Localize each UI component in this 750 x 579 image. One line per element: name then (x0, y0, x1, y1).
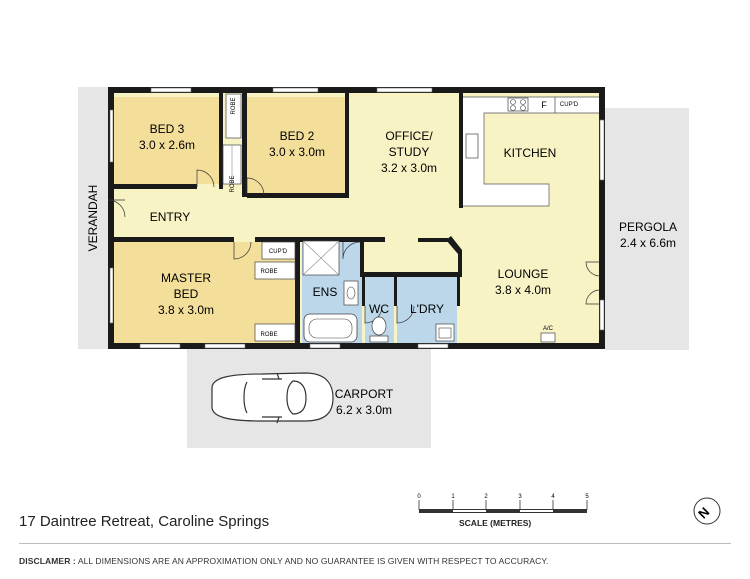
bathtub (303, 313, 358, 343)
cooktop-burner (510, 99, 516, 105)
disclaimer-text: ALL DIMENSIONS ARE AN APPROXIMATION ONLY… (77, 556, 549, 566)
windows (109, 87, 605, 349)
robe-label-bed2: ROBE (231, 97, 237, 114)
scale-tick-3: 3 (518, 494, 522, 500)
ac-label: A/C (543, 326, 554, 332)
disclaimer: DISCLAMER : ALL DIMENSIONS ARE AN APPROX… (19, 556, 549, 566)
scale-label: SCALE (METRES) (459, 518, 532, 528)
master-name-2: BED (174, 287, 199, 301)
cooktop-burner (520, 99, 526, 105)
scale-tick-0: 0 (417, 494, 421, 500)
robe-master-1 (254, 261, 296, 280)
verandah-name: VERANDAH (86, 185, 100, 252)
scale-tick-5: 5 (585, 494, 589, 500)
robe-label-master-2: ROBE (260, 332, 277, 338)
robe-label-bed3: ROBE (230, 175, 236, 192)
cooktop-burner (510, 105, 516, 111)
bed2-floor (247, 97, 347, 197)
carport-name: CARPORT (335, 387, 394, 401)
bed3-dim: 3.0 x 2.6m (139, 138, 195, 152)
pergola-area (605, 108, 689, 350)
robe-master-2 (254, 323, 296, 342)
door-swings (107, 169, 601, 324)
cooktop-burner (520, 105, 526, 111)
ac-unit (540, 332, 556, 343)
robe-label-master-1: ROBE (260, 269, 277, 275)
footer-divider (19, 543, 731, 544)
basin (346, 286, 356, 300)
scale-tick-1: 1 (451, 494, 455, 500)
scale-tick-2: 2 (484, 494, 488, 500)
cupboard-master (261, 241, 296, 260)
verandah-area (78, 87, 108, 349)
disclaimer-title: DISCLAMER : (19, 556, 76, 566)
ldry-name: L'DRY (410, 302, 444, 316)
compass-icon: N (693, 497, 721, 525)
toilet-cistern (369, 335, 389, 343)
bed2-name: BED 2 (280, 129, 315, 143)
walls (108, 87, 605, 349)
pergola-dim: 2.4 x 6.6m (620, 236, 676, 250)
wc-name: WC (369, 302, 389, 316)
kitchen-sink (465, 133, 479, 159)
kitchen-name: KITCHEN (504, 146, 557, 160)
bathtub-inner (308, 318, 353, 339)
scale-tick-4: 4 (551, 494, 555, 500)
bed3-name: BED 3 (150, 122, 185, 136)
master-name-1: MASTER (161, 271, 211, 285)
lounge-name: LOUNGE (498, 267, 549, 281)
lounge-dim: 3.8 x 4.0m (495, 283, 551, 297)
laundry-tub-inner (438, 327, 452, 339)
robe-bed2 (225, 93, 242, 139)
cooktop (507, 97, 529, 112)
cupd-label-master: CUP'D (269, 249, 288, 255)
fridge-label: F (541, 100, 547, 110)
office-name-2: STUDY (389, 145, 430, 159)
pergola-name: PERGOLA (619, 220, 677, 234)
scale-bar (418, 500, 588, 513)
ens-name: ENS (313, 285, 338, 299)
property-address: 17 Daintree Retreat, Caroline Springs (19, 513, 270, 530)
office-dim: 3.2 x 3.0m (381, 161, 437, 175)
toilet-bowl (371, 316, 387, 336)
carport-dim: 6.2 x 3.0m (336, 403, 392, 417)
car-icon (211, 372, 334, 424)
cupd-label-kitchen: CUP'D (560, 102, 579, 108)
bed2-dim: 3.0 x 3.0m (269, 145, 325, 159)
shower-cross-2 (302, 240, 340, 276)
office-name-1: OFFICE/ (385, 129, 433, 143)
entry-name: ENTRY (150, 210, 190, 224)
vanity (343, 280, 359, 306)
bed3-floor (114, 97, 222, 184)
master-dim: 3.8 x 3.0m (158, 303, 214, 317)
